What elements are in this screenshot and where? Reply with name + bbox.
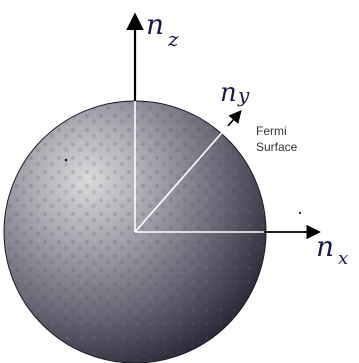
speck-dot bbox=[298, 211, 302, 215]
speck-dot bbox=[64, 158, 68, 162]
z-axis-subscript: z bbox=[167, 27, 179, 51]
x-axis-label: n x bbox=[316, 230, 348, 269]
y-axis-letter: n bbox=[220, 78, 237, 108]
y-axis-subscript: y bbox=[237, 83, 250, 107]
x-axis-letter: n bbox=[316, 230, 334, 263]
fermi-surface-label: Fermi Surface bbox=[256, 124, 298, 154]
z-axis-label: n z bbox=[146, 8, 179, 51]
y-axis bbox=[134, 111, 241, 233]
y-axis-outer bbox=[227, 110, 242, 127]
z-axis-letter: n bbox=[146, 8, 164, 41]
fermi-label-line1: Fermi bbox=[256, 124, 287, 138]
fermi-label-line2: Surface bbox=[256, 140, 298, 154]
x-axis-subscript: x bbox=[338, 248, 348, 269]
y-axis-label: n y bbox=[220, 78, 250, 108]
